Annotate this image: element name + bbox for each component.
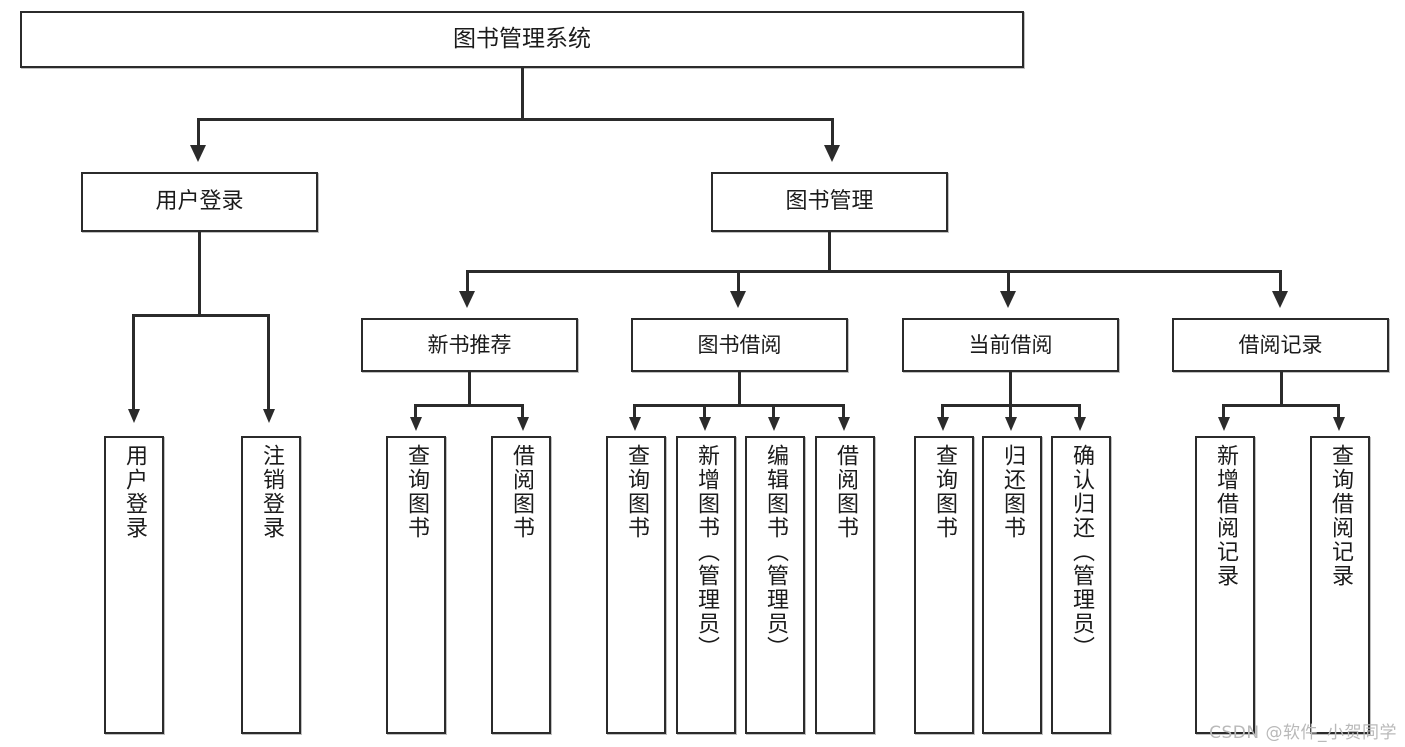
arrow-cb-to-leaf-1 <box>937 417 949 431</box>
edge-bb-to-leaf-1 <box>633 404 636 418</box>
node-label: 注销登录 <box>259 444 284 540</box>
node-user-login[interactable]: 用户登录 <box>81 172 318 232</box>
edge-bb-to-leaf-4 <box>842 404 845 418</box>
arrow-br-to-leaf-1 <box>1218 417 1230 431</box>
node-leaf-borrow-book-1[interactable]: 借阅图书 <box>491 436 551 734</box>
arrow-cb-to-leaf-2 <box>1005 417 1017 431</box>
node-label: 查询图书 <box>932 444 957 540</box>
node-label: 查询图书 <box>404 444 429 540</box>
node-leaf-query-book-2[interactable]: 查询图书 <box>606 436 666 734</box>
arrow-root-to-user-login <box>190 145 206 162</box>
node-label: 借阅记录 <box>1238 332 1323 357</box>
node-label: 用户登录 <box>155 189 244 215</box>
edge-root-to-user-login <box>197 118 200 146</box>
node-label: 查询图书 <box>624 444 649 540</box>
arrow-user-login-to-leaf-2 <box>263 409 275 423</box>
arrow-cb-to-leaf-3 <box>1074 417 1086 431</box>
arrow-nbr-to-leaf-2 <box>517 417 529 431</box>
edge-nbr-bar <box>414 404 524 407</box>
node-label: 当前借阅 <box>968 332 1053 357</box>
node-leaf-borrow-book-2[interactable]: 借阅图书 <box>815 436 875 734</box>
node-label: 新书推荐 <box>427 332 512 357</box>
arrow-bm-to-new-book <box>459 291 475 308</box>
edge-bm-to-borrow-record <box>1279 270 1282 292</box>
edge-cb-to-leaf-3 <box>1078 404 1081 418</box>
edge-nbr-to-leaf-2 <box>521 404 524 418</box>
arrow-bb-to-leaf-2 <box>699 417 711 431</box>
node-borrow-record[interactable]: 借阅记录 <box>1172 318 1389 372</box>
node-label: 借阅图书 <box>509 444 534 540</box>
arrow-nbr-to-leaf-1 <box>410 417 422 431</box>
edge-br-stem <box>1280 372 1283 406</box>
edge-bm-to-book-borrow <box>737 270 740 292</box>
edge-book-management-bar <box>466 270 1282 273</box>
node-label: 确认归还（管理员） <box>1069 444 1094 660</box>
arrow-bm-to-book-borrow <box>730 291 746 308</box>
edge-root-stem <box>521 68 524 118</box>
node-leaf-query-borrow-record[interactable]: 查询借阅记录 <box>1310 436 1370 734</box>
node-leaf-add-book[interactable]: 新增图书（管理员） <box>676 436 736 734</box>
node-current-borrow[interactable]: 当前借阅 <box>902 318 1119 372</box>
edge-user-login-bar <box>132 314 269 317</box>
arrow-bb-to-leaf-1 <box>629 417 641 431</box>
node-label: 新增借阅记录 <box>1213 444 1238 588</box>
arrow-bm-to-borrow-record <box>1272 291 1288 308</box>
node-book-borrow[interactable]: 图书借阅 <box>631 318 848 372</box>
node-label: 用户登录 <box>122 444 147 540</box>
edge-bb-bar <box>633 404 845 407</box>
node-leaf-confirm-return[interactable]: 确认归还（管理员） <box>1051 436 1111 734</box>
edge-user-login-to-leaf-2 <box>267 314 270 410</box>
node-book-management[interactable]: 图书管理 <box>711 172 948 232</box>
edge-bb-to-leaf-3 <box>772 404 775 418</box>
edge-root-to-book-management <box>831 118 834 146</box>
edge-bm-to-current-borrow <box>1007 270 1010 292</box>
edge-bb-to-leaf-2 <box>703 404 706 418</box>
node-label: 图书管理系统 <box>453 25 591 52</box>
edge-nbr-to-leaf-1 <box>414 404 417 418</box>
edge-bm-to-new-book <box>466 270 469 292</box>
node-label: 归还图书 <box>1000 444 1025 540</box>
edge-nbr-stem <box>468 372 471 406</box>
node-label: 新增图书（管理员） <box>694 444 719 660</box>
edge-cb-stem <box>1009 372 1012 406</box>
node-leaf-logout-login[interactable]: 注销登录 <box>241 436 301 734</box>
edge-book-management-stem <box>828 232 831 272</box>
node-label: 图书借阅 <box>697 332 782 357</box>
node-new-book-recommend[interactable]: 新书推荐 <box>361 318 578 372</box>
arrow-bm-to-current-borrow <box>1000 291 1016 308</box>
arrow-user-login-to-leaf-1 <box>128 409 140 423</box>
edge-cb-to-leaf-1 <box>941 404 944 418</box>
edge-user-login-stem <box>198 232 201 316</box>
node-root-system[interactable]: 图书管理系统 <box>20 11 1024 68</box>
edge-br-to-leaf-1 <box>1222 404 1225 418</box>
edge-user-login-to-leaf-1 <box>132 314 135 410</box>
node-label: 借阅图书 <box>833 444 858 540</box>
arrow-bb-to-leaf-4 <box>838 417 850 431</box>
edge-bb-stem <box>738 372 741 406</box>
node-label: 图书管理 <box>785 189 874 215</box>
arrow-root-to-book-management <box>824 145 840 162</box>
node-leaf-edit-book[interactable]: 编辑图书（管理员） <box>745 436 805 734</box>
node-leaf-query-book-1[interactable]: 查询图书 <box>386 436 446 734</box>
edge-br-to-leaf-2 <box>1337 404 1340 418</box>
arrow-bb-to-leaf-3 <box>768 417 780 431</box>
node-label: 编辑图书（管理员） <box>763 444 788 660</box>
node-leaf-return-book[interactable]: 归还图书 <box>982 436 1042 734</box>
node-leaf-user-login[interactable]: 用户登录 <box>104 436 164 734</box>
csdn-watermark: CSDN @软件_小贺同学 <box>1209 723 1397 743</box>
arrow-br-to-leaf-2 <box>1333 417 1345 431</box>
node-label: 查询借阅记录 <box>1328 444 1353 588</box>
edge-cb-to-leaf-2 <box>1009 404 1012 418</box>
edge-root-bar <box>197 118 834 121</box>
edge-br-bar <box>1222 404 1340 407</box>
node-leaf-add-borrow-record[interactable]: 新增借阅记录 <box>1195 436 1255 734</box>
node-leaf-query-book-3[interactable]: 查询图书 <box>914 436 974 734</box>
